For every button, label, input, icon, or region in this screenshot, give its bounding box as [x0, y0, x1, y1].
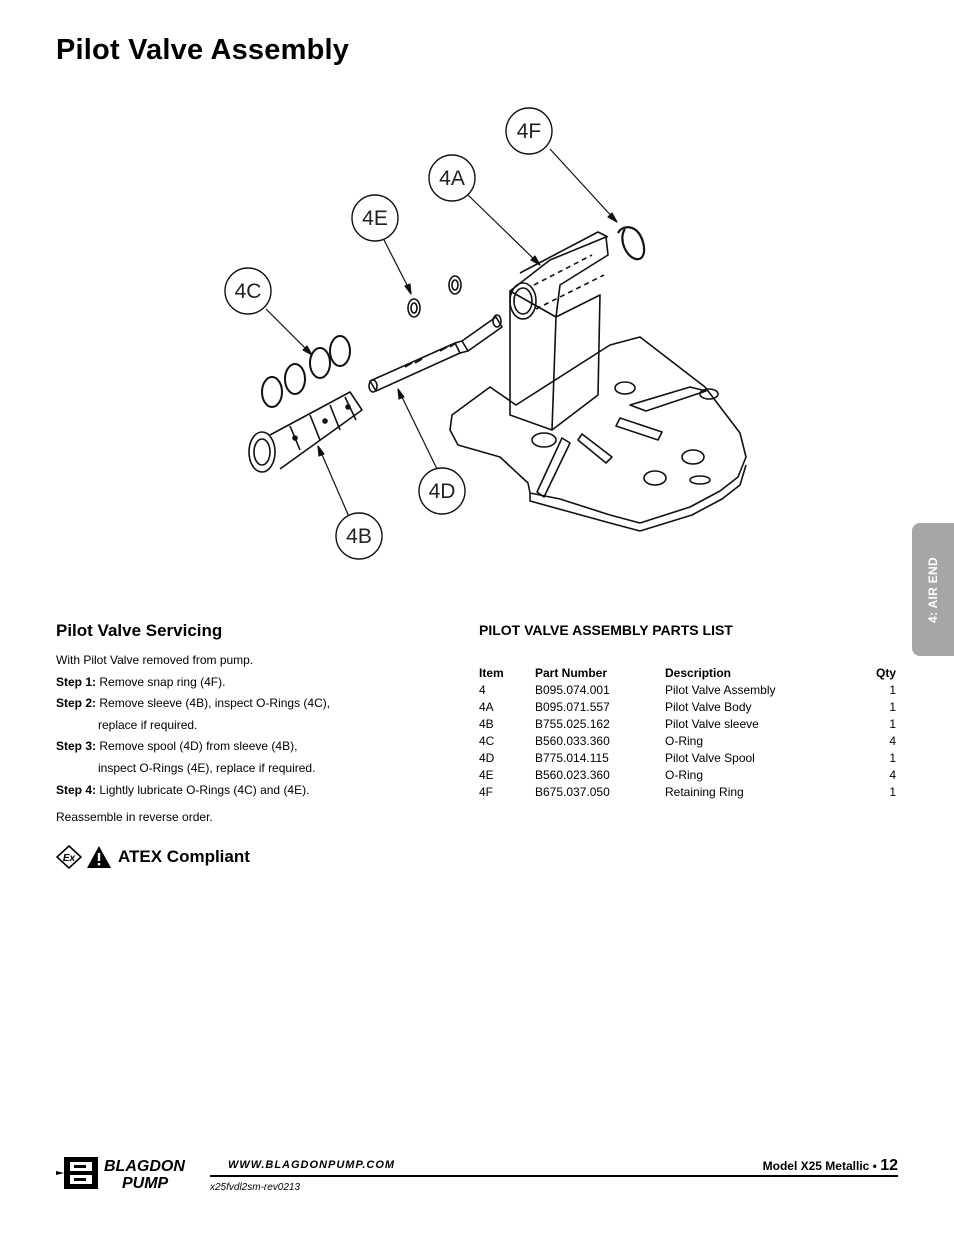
cell-description: Retaining Ring: [665, 784, 744, 799]
atex-compliance: Ex ATEX Compliant: [56, 845, 250, 869]
parts-list-title: PILOT VALVE ASSEMBLY PARTS LIST: [479, 622, 733, 638]
blagdon-pump-logo: BLAGDON PUMP: [56, 1157, 185, 1192]
cell-part-number: B560.033.360: [535, 733, 610, 748]
step-label: Step 4:: [56, 782, 97, 797]
section-tab: 4: AIR END: [912, 523, 954, 656]
cell-description: Pilot Valve Body: [665, 699, 752, 714]
website-url: WWW.BLAGDONPUMP.COM: [228, 1159, 396, 1171]
cell-item: 4C: [479, 733, 495, 748]
o-ring-4e-b: [448, 275, 462, 295]
o-ring-4e-a: [407, 298, 421, 318]
pilot-valve-sleeve: [248, 391, 363, 473]
parts-table-body: 4 B095.074.001 Pilot Valve Assembly 1 4A B095…: [479, 681, 896, 800]
table-row: 4D B775.014.115 Pilot Valve Spool 1: [479, 749, 896, 766]
step-label: Step 2:: [56, 696, 97, 711]
cell-item: 4E: [479, 767, 494, 782]
cell-part-number: B775.014.115: [535, 750, 609, 765]
o-ring-4c-c: [309, 347, 331, 379]
page-number: 12: [880, 1157, 898, 1174]
cell-item: 4D: [479, 750, 495, 765]
cell-description: Pilot Valve Spool: [665, 750, 755, 765]
cell-qty: 4: [889, 767, 896, 782]
step-text: Remove spool (4D) from sleeve (4B),: [99, 739, 298, 754]
cell-item: 4B: [479, 716, 494, 731]
step-1: Step 1: Remove snap ring (4F).: [56, 672, 456, 694]
model-name: Model X25 Metallic •: [762, 1159, 877, 1173]
o-ring-4c-d: [329, 335, 351, 367]
cell-part-number: B560.023.360: [535, 767, 610, 782]
o-ring-4c-b: [284, 363, 306, 395]
ex-icon: Ex: [56, 845, 82, 869]
table-row: 4C B560.033.360 O-Ring 4: [479, 732, 896, 749]
cell-description: O-Ring: [665, 767, 704, 782]
logo-text-line1: BLAGDON: [104, 1158, 185, 1175]
parts-list: PILOT VALVE ASSEMBLY PARTS LIST Item Par…: [479, 622, 899, 800]
pilot-valve-spool: [368, 314, 503, 393]
callout-4e: 4E: [362, 207, 388, 230]
document-code: x25fvdl2sm-rev0213: [210, 1182, 301, 1193]
callout-4d: 4D: [429, 480, 456, 503]
step-label: Step 3:: [56, 739, 97, 754]
cell-description: O-Ring: [665, 733, 704, 748]
cell-description: Pilot Valve Assembly: [665, 682, 776, 697]
callout-4a: 4A: [439, 167, 465, 190]
model-page-label: Model X25 Metallic • 12: [763, 1157, 898, 1175]
cell-part-number: B095.074.001: [535, 682, 610, 697]
column-header-qty: Qty: [875, 665, 896, 680]
step-3: Step 3: Remove spool (4D) from sleeve (4…: [56, 736, 456, 758]
table-row: 4B B755.025.162 Pilot Valve sleeve 1: [479, 715, 896, 732]
svg-text:Ex: Ex: [63, 853, 76, 864]
section-tab-label: 4: AIR END: [926, 556, 940, 623]
atex-label: ATEX Compliant: [118, 847, 250, 866]
table-row: 4 B095.074.001 Pilot Valve Assembly 1: [479, 681, 896, 698]
footer-divider: [210, 1175, 898, 1177]
column-header-item: Item: [479, 665, 504, 680]
cell-qty: 4: [889, 733, 896, 748]
step-text: Lightly lubricate O-Rings (4C) and (4E).: [99, 782, 310, 797]
warning-icon: [87, 846, 111, 868]
o-ring-4c-a: [261, 376, 283, 408]
servicing-heading: Pilot Valve Servicing: [56, 621, 223, 640]
retaining-ring: [617, 226, 646, 261]
cell-part-number: B755.025.162: [535, 716, 610, 731]
servicing-intro: With Pilot Valve removed from pump.: [56, 653, 254, 667]
table-row: 4E B560.023.360 O-Ring 4: [479, 766, 896, 783]
table-row: 4F B675.037.050 Retaining Ring 1: [479, 783, 896, 800]
cell-qty: 1: [889, 750, 896, 765]
page-title: Pilot Valve Assembly: [56, 34, 350, 66]
cell-qty: 1: [889, 784, 896, 799]
step-text: Remove snap ring (4F).: [99, 674, 226, 689]
logo-text-line2: PUMP: [122, 1175, 169, 1192]
servicing-section: Pilot Valve Servicing With Pilot Valve r…: [56, 621, 456, 829]
cell-item: 4F: [479, 784, 494, 799]
step-4: Step 4: Lightly lubricate O-Rings (4C) a…: [56, 780, 456, 802]
cell-item: 4A: [479, 699, 494, 714]
table-row: 4A B095.071.557 Pilot Valve Body 1: [479, 698, 896, 715]
cell-part-number: B095.071.557: [535, 699, 610, 714]
cell-qty: 1: [889, 699, 896, 714]
table-header-row: Item Part Number Description Qty: [479, 664, 896, 681]
cell-qty: 1: [889, 716, 896, 731]
pilot-valve-exploded-diagram: 4F 4A 4E 4C 4D 4B: [224, 107, 747, 560]
callout-4c: 4C: [235, 280, 262, 303]
step-label: Step 1:: [56, 674, 97, 689]
cell-part-number: B675.037.050: [535, 784, 610, 799]
step-3-continued: inspect O-Rings (4E), replace if require…: [98, 760, 316, 775]
callout-4b: 4B: [346, 525, 372, 548]
step-2: Step 2: Remove sleeve (4B), inspect O-Ri…: [56, 693, 456, 715]
base-plate: [449, 336, 747, 524]
column-header-description: Description: [665, 665, 732, 680]
servicing-outro: Reassemble in reverse order.: [56, 810, 213, 825]
cell-item: 4: [479, 682, 486, 697]
cell-description: Pilot Valve sleeve: [665, 716, 759, 731]
step-text: Remove sleeve (4B), inspect O-Rings (4C)…: [99, 696, 331, 711]
step-2-continued: replace if required.: [98, 717, 198, 732]
cell-qty: 1: [889, 682, 896, 697]
column-header-part-number: Part Number: [535, 665, 608, 680]
callout-4f: 4F: [517, 120, 542, 143]
